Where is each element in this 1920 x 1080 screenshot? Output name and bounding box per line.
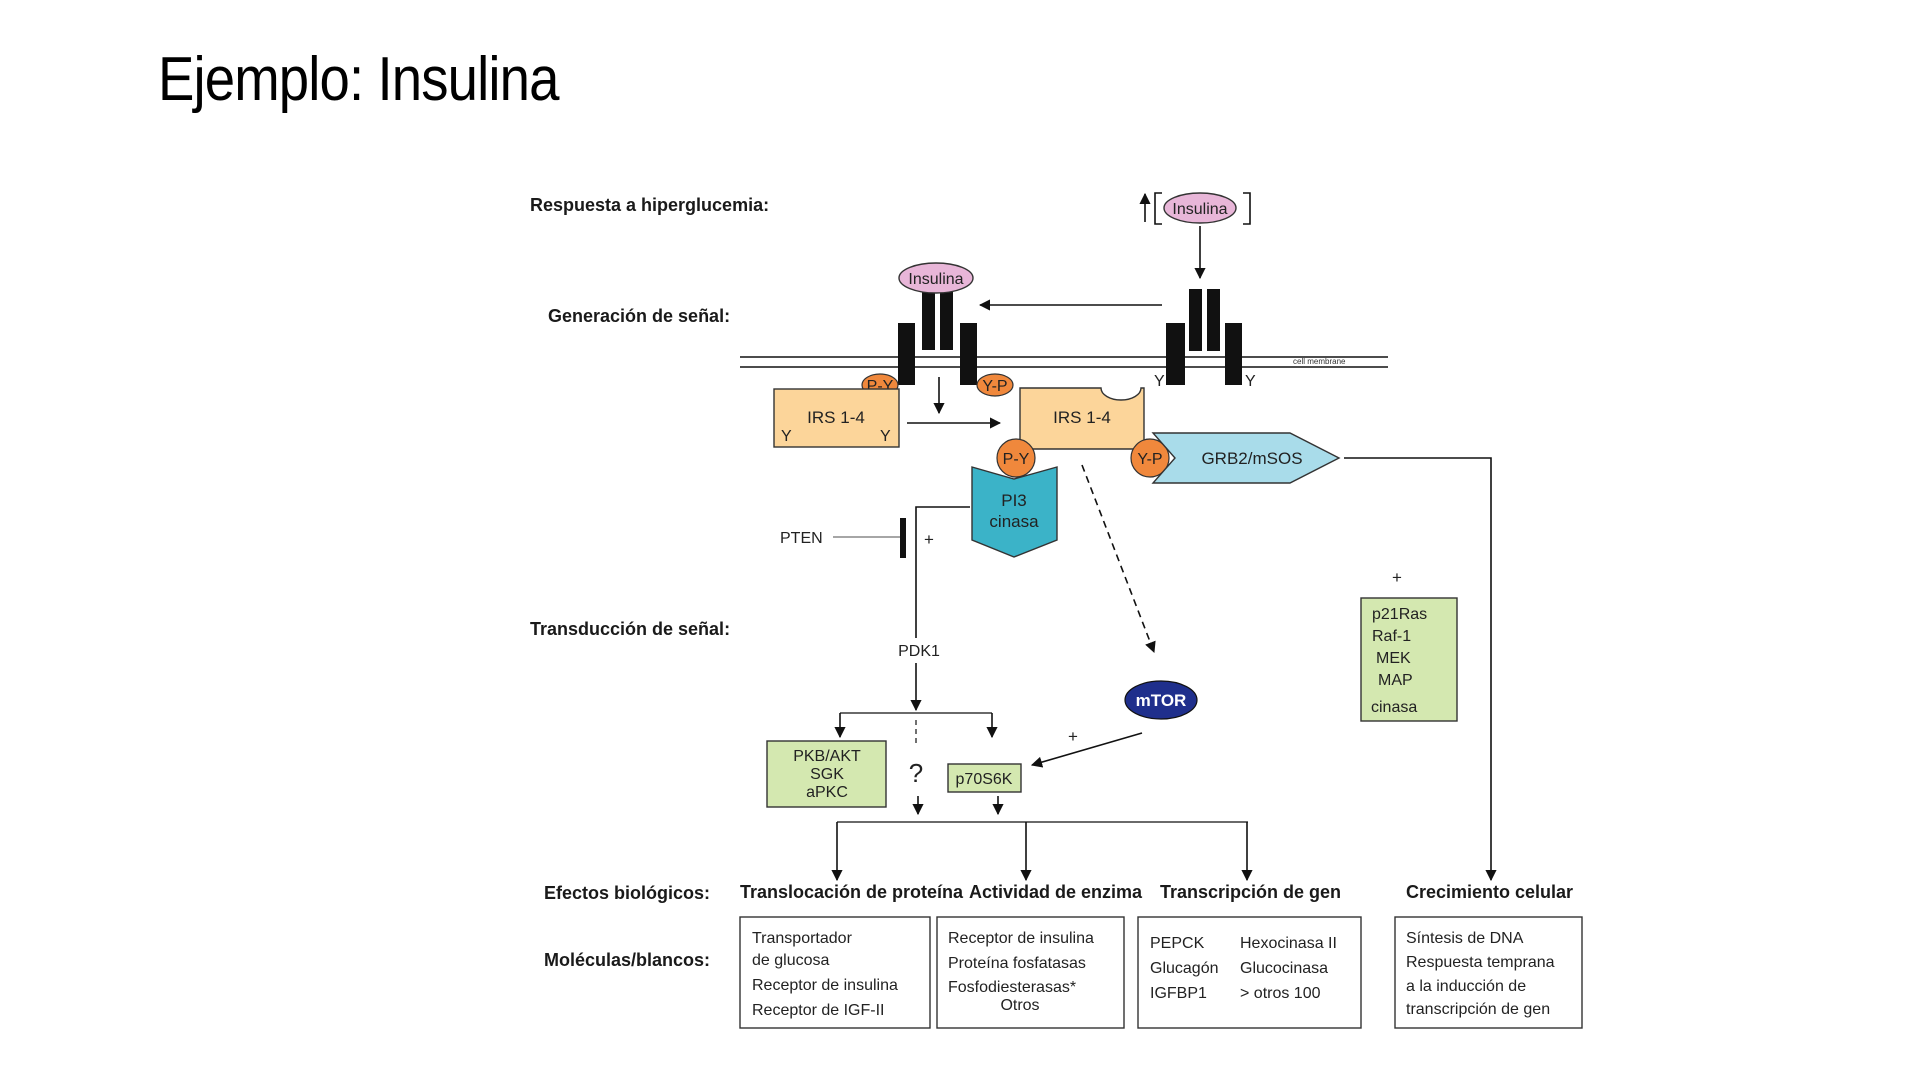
ras-line1: p21Ras — [1372, 606, 1427, 623]
target-transcription-l2: Glucagón — [1150, 960, 1219, 977]
membrane-label: cell membrane — [1293, 357, 1346, 366]
target-growth-3: a la inducción de — [1406, 978, 1526, 995]
target-translocation-3: Receptor de insulina — [752, 977, 898, 994]
effect-growth: Crecimiento celular — [1406, 882, 1573, 902]
stage-label-response: Respuesta a hiperglucemia: — [530, 195, 769, 215]
target-translocation-4: Receptor de IGF-II — [752, 1002, 885, 1019]
plus-ras: + — [1392, 568, 1402, 587]
question-mark: ? — [909, 758, 923, 788]
target-transcription-r3: > otros 100 — [1240, 985, 1321, 1002]
insulin-receptor-left — [898, 290, 977, 385]
targets-growth-box: Síntesis de DNA Respuesta temprana a la … — [1394, 916, 1583, 1029]
plus-mtor: + — [1068, 727, 1078, 746]
targets-translocation-box: Transportador de glucosa Receptor de ins… — [739, 916, 931, 1029]
insulin-bound: Insulina — [898, 262, 974, 294]
insulin-receptor-right: Y Y — [1154, 289, 1256, 390]
stage-label-molecules: Moléculas/blancos: — [544, 950, 710, 970]
insulin-top-ellipse — [1163, 192, 1237, 224]
target-growth-2: Respuesta temprana — [1406, 954, 1555, 971]
grb2-msos: GRB2/mSOS — [1151, 432, 1341, 484]
ras-line2: Raf-1 — [1372, 628, 1411, 645]
pdk1-label: PDK1 — [898, 643, 940, 660]
insulin-top-label: Insulina — [1172, 201, 1227, 218]
receptor-tyrosine-right: Y — [1245, 373, 1256, 390]
arrow-mtor-to-p70 — [1030, 732, 1143, 768]
targets-transcription-box: PEPCK Glucagón IGFBP1 Hexocinasa II Gluc… — [1137, 916, 1362, 1029]
target-growth-1: Síntesis de DNA — [1406, 930, 1524, 947]
target-growth-4: transcripción de gen — [1406, 1001, 1550, 1018]
ras-line3: MEK — [1376, 650, 1411, 667]
irs-right-box: IRS 1-4 — [1019, 387, 1145, 450]
dashed-arrow-to-mtor — [1081, 464, 1156, 654]
effect-transcription: Transcripción de gen — [1160, 882, 1341, 902]
irs-phospho-right: Y-P — [1130, 438, 1170, 478]
insulin-bound-label: Insulina — [908, 271, 963, 288]
irs-left-box: IRS 1-4 Y Y — [773, 388, 900, 448]
ras-map-box: p21Ras Raf-1 MEK MAP cinasa — [1360, 597, 1458, 722]
target-transcription-l1: PEPCK — [1150, 935, 1205, 952]
irs-left-tyrosine-b: Y — [880, 428, 891, 445]
ras-line4: MAP — [1378, 672, 1413, 689]
p70s6k-box: p70S6K — [947, 763, 1022, 793]
target-enzyme-3: Fosfodiesterasas* — [948, 979, 1076, 996]
pkb-line3: aPKC — [806, 784, 848, 801]
targets-enzyme-box: Receptor de insulina Proteína fosfatasas… — [936, 916, 1125, 1029]
insulin-increase: Insulina — [1139, 192, 1251, 225]
arrow-grb2-to-growth — [1344, 457, 1497, 882]
svg-text:P-Y: P-Y — [1003, 451, 1030, 468]
stage-label-generation: Generación de señal: — [548, 306, 730, 326]
slide-title: Ejemplo: Insulina — [158, 45, 559, 114]
pi3-label-line2: cinasa — [989, 512, 1039, 531]
irs-left-tyrosine-a: Y — [781, 428, 792, 445]
effect-translocation: Translocación de proteína — [740, 882, 964, 902]
bracket-left — [1154, 192, 1162, 225]
mtor: mTOR — [1124, 680, 1198, 720]
irs-left-label: IRS 1-4 — [807, 408, 865, 427]
ras-line5: cinasa — [1371, 699, 1417, 716]
insulin-bound-ellipse — [898, 262, 974, 294]
plus-pten: + — [924, 530, 934, 549]
pi3-kinase: PI3 cinasa — [971, 466, 1058, 558]
receptor-tyrosine-left: Y — [1154, 373, 1165, 390]
pkb-line2: SGK — [810, 766, 844, 783]
target-transcription-l3: IGFBP1 — [1150, 985, 1207, 1002]
phospho-tyrosine-right: Y-P — [976, 373, 1014, 397]
target-translocation-1: Transportador — [752, 930, 853, 947]
p70-label: p70S6K — [956, 771, 1013, 788]
stage-label-effects: Efectos biológicos: — [544, 883, 710, 903]
effect-enzyme: Actividad de enzima — [969, 882, 1143, 902]
stage-label-transduction: Transducción de señal: — [530, 619, 730, 639]
grb2-label: GRB2/mSOS — [1201, 449, 1302, 468]
target-enzyme-1: Receptor de insulina — [948, 930, 1094, 947]
bracket-right — [1243, 192, 1251, 225]
target-enzyme-4: Otros — [1000, 997, 1039, 1014]
mtor-label: mTOR — [1136, 691, 1187, 710]
target-transcription-r1: Hexocinasa II — [1240, 935, 1337, 952]
line-pi3-to-pdk1 — [915, 506, 970, 638]
pkb-akt-box: PKB/AKT SGK aPKC — [766, 740, 887, 808]
target-enzyme-2: Proteína fosfatasas — [948, 955, 1086, 972]
pten-label: PTEN — [780, 530, 823, 547]
pkb-line1: PKB/AKT — [793, 748, 861, 765]
svg-text:Y-P: Y-P — [1137, 451, 1162, 468]
svg-text:Y-P: Y-P — [982, 378, 1007, 395]
target-translocation-2: de glucosa — [752, 952, 829, 969]
pi3-label-line1: PI3 — [1001, 491, 1027, 510]
irs-right-label: IRS 1-4 — [1053, 408, 1111, 427]
target-transcription-r2: Glucocinasa — [1240, 960, 1328, 977]
cell-membrane: cell membrane — [740, 356, 1388, 368]
irs-phospho-left: P-Y — [996, 438, 1036, 478]
